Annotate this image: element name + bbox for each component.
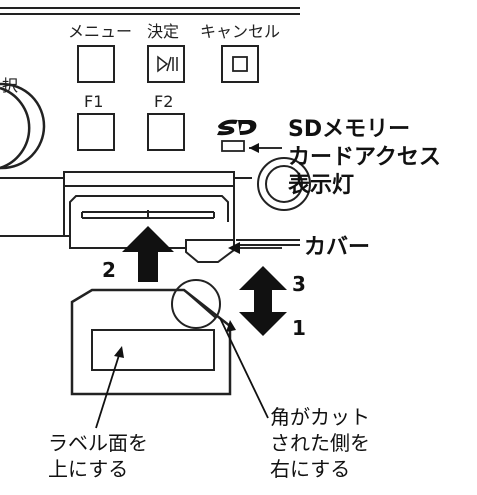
- cancel-button-label: キャンセル: [200, 22, 281, 41]
- step-3-label: 3: [292, 272, 306, 296]
- cut-corner-note: 角がカット された側を 右にする: [270, 404, 370, 482]
- card-label-area: [91, 329, 215, 371]
- cover-callout: カバー: [304, 235, 371, 260]
- enter-button-label: 決定: [147, 22, 180, 41]
- f2-button: [147, 113, 185, 151]
- f1-button-label: F1: [84, 92, 104, 111]
- cancel-button: [221, 45, 259, 83]
- sd-access-indicator-lamp: [221, 140, 245, 152]
- insert-up-arrow: [122, 226, 174, 282]
- sd-indicator-callout-line-2: カードアクセス: [288, 145, 441, 170]
- f2-button-label: F2: [154, 92, 174, 111]
- label-side-note-line-1: ラベル面を: [48, 431, 148, 455]
- up-down-arrow: [239, 266, 287, 336]
- stop-square-icon: [232, 56, 248, 72]
- sd-logo-icon: [217, 119, 257, 136]
- menu-button: [77, 45, 115, 83]
- partial-select-label: 択: [2, 76, 19, 95]
- cut-corner-note-line-2: された側を: [270, 431, 370, 455]
- leader-arrowheads: [114, 143, 259, 358]
- cut-corner-note-line-1: 角がカット: [270, 405, 370, 429]
- step-1-label: 1: [292, 316, 306, 340]
- device-panel-outline: [0, 7, 300, 246]
- label-side-note-line-2: 上にする: [48, 457, 129, 481]
- f1-button: [77, 113, 115, 151]
- sd-indicator-callout: SDメモリー カードアクセス 表示灯: [288, 116, 441, 200]
- dial-knob: [0, 82, 46, 170]
- cut-corner-note-line-3: 右にする: [270, 457, 351, 481]
- label-side-note: ラベル面を 上にする: [48, 430, 148, 482]
- sd-indicator-callout-line-3: 表示灯: [288, 173, 355, 198]
- step-2-label: 2: [102, 258, 116, 282]
- cut-corner-highlight: [171, 279, 221, 329]
- right-connector: [257, 157, 311, 211]
- play-pause-icon: [157, 55, 178, 73]
- sd-indicator-callout-line-1: SDメモリー: [288, 117, 411, 142]
- menu-button-label: メニュー: [68, 22, 133, 41]
